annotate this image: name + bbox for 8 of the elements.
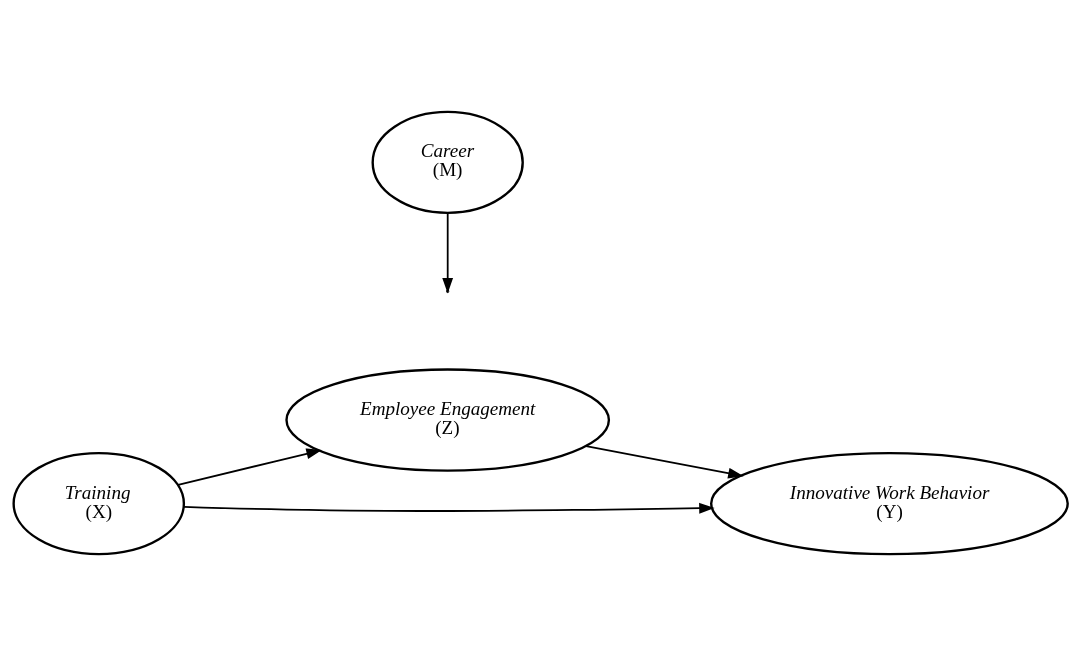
node-ellipse: Innovative Work Behavior (Y) <box>710 451 1069 556</box>
arrow <box>177 448 322 486</box>
arrow <box>183 502 715 514</box>
node-ellipse: Employee Engagement (Z) <box>285 368 611 472</box>
arrow <box>442 212 454 294</box>
node-ellipse: Career (M) <box>371 110 524 215</box>
node-ellipse: Training (X) <box>12 451 186 556</box>
arrow <box>585 445 744 479</box>
